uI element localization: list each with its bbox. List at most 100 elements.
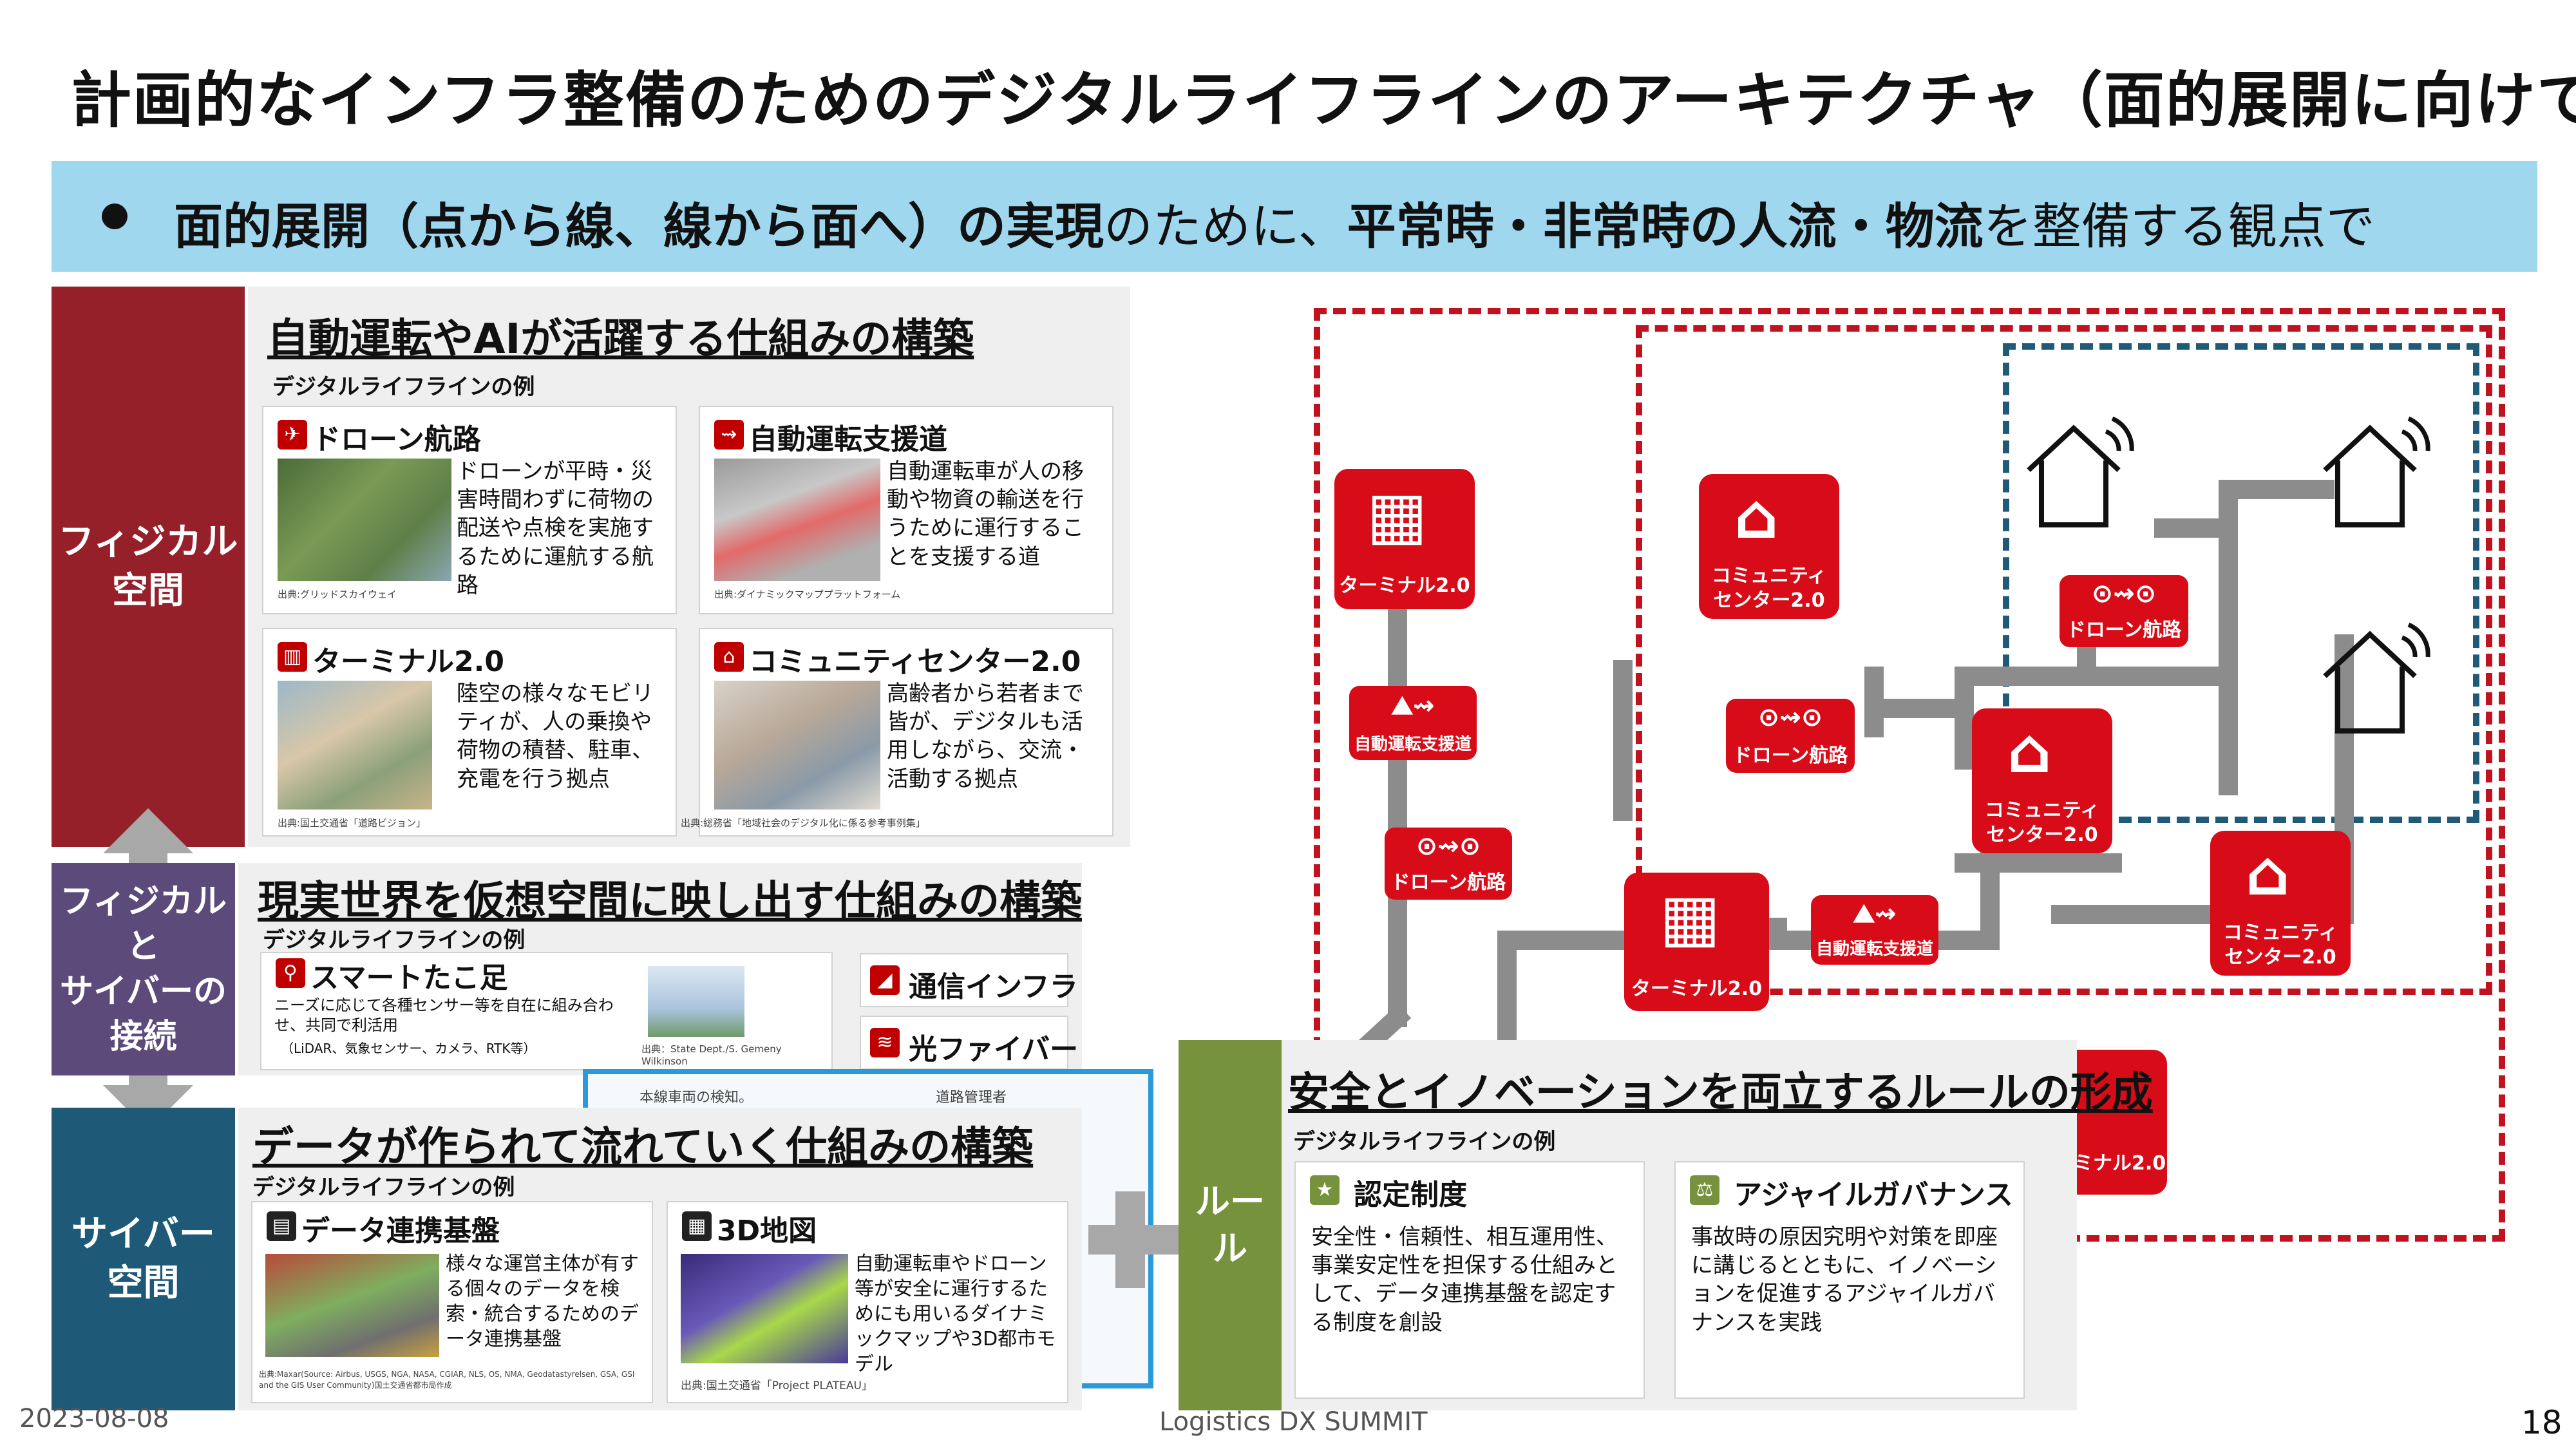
card-description: 事故時の原因究明や対策を即座に講じるとともに、イノベーションを促進するアジャイル… (1691, 1224, 1998, 1336)
card-description-sub: （LiDAR、気象センサー、カメラ、RTK等） (281, 1041, 536, 1056)
rule-band: ルール (1179, 1040, 1282, 1410)
card-source: 出典:国土交通省「Project PLATEAU」 (681, 1379, 873, 1392)
card-description: 自動運転車が人の移動や物資の輸送を行うために運行することを支援する道 (887, 459, 1084, 570)
card-terminal[interactable]: ▥ ターミナル2.0 陸空の様々なモビリティが、人の乗換や荷物の積替、駐車、充電… (262, 628, 677, 837)
card-title: 認定制度 (1354, 1179, 1467, 1211)
fiber-icon: ≋ (870, 1028, 900, 1057)
3d-map-image (681, 1254, 848, 1363)
house-wifi-icon (2027, 416, 2134, 527)
cube-icon: ▦ (682, 1211, 712, 1241)
hidden-text: 本線車両の検知。 (639, 1090, 753, 1106)
card-community-center[interactable]: ⌂ コミュニティセンター2.0 高齢者から若者まで皆が、デジタルも活用しながら、… (681, 628, 1113, 837)
card-source: 出典：State Dept./S. Gemeny Wilkinson (641, 1043, 782, 1067)
drone-photo (278, 459, 451, 581)
card-optical-fiber[interactable]: ≋ 光ファイバー (860, 1016, 1078, 1070)
card-3d-map[interactable]: ▦ 3D地図 自動運転車やドローン等が安全に運行するためにも用いるダイナミックマ… (667, 1201, 1068, 1403)
card-title: ターミナル2.0 (312, 645, 504, 678)
card-title: 3D地図 (717, 1215, 817, 1247)
house-wifi-icon (2323, 622, 2430, 734)
plus-connector (1088, 1191, 1185, 1288)
drone-route-icon: ⊙⇝⊙ (2091, 579, 2157, 609)
road-photo (714, 459, 880, 581)
card-certification[interactable]: ★ 認定制度 安全性・信頼性、相互運用性、事業安定性を担保する仕組みとして、デー… (1294, 1161, 1645, 1399)
inner-area-boundary (2003, 343, 2479, 823)
card-description: 自動運転車やドローン等が安全に運行するためにも用いるダイナミックマップや3D都市… (855, 1253, 1056, 1376)
footer-date: 2023-08-08 (19, 1404, 169, 1434)
map-road-marker-1[interactable]: ⛰⇝ 自動運転支援道 (1349, 686, 1477, 760)
cyber-band: サイバー 空間 (52, 1108, 235, 1410)
building-icon: ▥ (278, 642, 307, 672)
card-smart-tako[interactable]: ⚲ スマートたこ足 ニーズに応じて各種センサー等を自在に組み合わせ、共同で利活用… (260, 952, 833, 1070)
sensor-icon: ⚲ (276, 958, 305, 988)
banner-emphasis-2: 平常時・非常時の人流・物流 (1347, 198, 1984, 255)
card-title: 自動運転支援道 (749, 423, 947, 456)
card-title: ドローン航路 (312, 423, 481, 456)
card-agile-governance[interactable]: ⚖ アジャイルガバナンス 事故時の原因究明や対策を即座に講じるとともに、イノベー… (1674, 1161, 2025, 1399)
house-heart-icon: ⌂ (2246, 837, 2290, 909)
map-drone-marker-3[interactable]: ⊙⇝⊙ ドローン航路 (2060, 575, 2188, 647)
map-community-1[interactable]: ⌂ コミュニティ センター2.0 (1699, 474, 1839, 619)
connection-band: フィジカルと サイバーの 接続 (52, 863, 235, 1075)
physical-heading: 自動運転やAIが活躍する仕組みの構築 (267, 316, 974, 363)
road-segment (2219, 480, 2334, 686)
rule-example-label: デジタルライフラインの例 (1293, 1129, 1556, 1155)
card-title: 光ファイバー (909, 1033, 1079, 1066)
banner-text-2: を整備する観点で (1983, 198, 2375, 255)
page-number: 18 (2521, 1404, 2562, 1441)
road-segment (1955, 667, 2238, 795)
physical-panel: 自動運転やAIが活躍する仕組みの構築 デジタルライフラインの例 ✈ ドローン航路… (248, 287, 1130, 847)
card-source: 出典:ダイナミックマッププラットフォーム (714, 589, 901, 600)
cyber-example-label: デジタルライフラインの例 (252, 1175, 515, 1200)
map-drone-marker-2[interactable]: ⊙⇝⊙ ドローン航路 (1726, 699, 1855, 773)
marker-label: 自動運転支援道 (1354, 735, 1472, 754)
house-heart-icon: ⌂ (2007, 715, 2052, 787)
card-description: ドローンが平時・災害時間わずに荷物の配送や点検を実施するために運航する航路 (457, 459, 654, 598)
map-terminal-2[interactable]: ▦ ターミナル2.0 (1624, 873, 1769, 1011)
card-title: コミュニティセンター2.0 (749, 645, 1081, 678)
banner-emphasis-1: 面的展開（点から線、線から面へ）の実現 (174, 198, 1104, 255)
certificate-icon: ★ (1310, 1175, 1340, 1205)
drone-route-icon: ⊙⇝⊙ (1757, 703, 1823, 732)
card-source: 出典:Maxar(Source: Airbus, USGS, NGA, NASA… (259, 1370, 635, 1390)
community-photo (714, 681, 880, 810)
card-description: 様々な運営主体が有する個々のデータを検索・統合するためのデータ連携基盤 (446, 1253, 639, 1350)
rule-panel: 安全とイノベーションを両立するルールの形成 デジタルライフラインの例 ★ 認定制… (1282, 1040, 2153, 1410)
map-community-3[interactable]: ⌂ コミュニティ センター2.0 (2210, 831, 2351, 976)
card-source: 出典:総務省「地域社会のデジタル化に係る参考事例集」 (681, 817, 925, 829)
arrow-up-icon (103, 808, 193, 866)
cyber-heading: データが作られて流れていく仕組みの構築 (252, 1124, 1034, 1171)
middle-area-boundary (1636, 325, 2492, 995)
map-terminal-1[interactable]: ▦ ターミナル2.0 (1334, 469, 1475, 609)
card-data-platform[interactable]: ▤ データ連携基盤 様々な運営主体が有する個々のデータを検索・統合するためのデー… (251, 1201, 653, 1403)
subtitle-banner: 面的展開（点から線、線から面へ）の実現のために、平常時・非常時の人流・物流を整備… (52, 161, 2537, 272)
map-road-marker-2[interactable]: ⛰⇝ 自動運転支援道 (1811, 895, 1938, 965)
cyber-panel: データが作られて流れていく仕組みの構築 デジタルライフラインの例 ▤ データ連携… (238, 1108, 1082, 1410)
banner-text-1: のために、 (1104, 198, 1347, 255)
sensor-photo (648, 966, 744, 1037)
node-label: ターミナル2.0 (1631, 977, 1763, 1000)
marker-label: ドローン航路 (1732, 744, 1848, 767)
hidden-text: 道路管理者 (936, 1090, 1007, 1106)
card-description: 安全性・信頼性、相互運用性、事業安定性を担保する仕組みとして、データ連携基盤を認… (1311, 1224, 1618, 1336)
card-drone-route[interactable]: ✈ ドローン航路 ドローンが平時・災害時間わずに荷物の配送や点検を実施するために… (262, 406, 677, 614)
card-telecom-infra[interactable]: ◢ 通信インフラ (860, 953, 1078, 1007)
terminal-photo (278, 681, 432, 810)
card-source: 出典:グリッドスカイウェイ (278, 589, 397, 600)
house-icon: ⌂ (714, 642, 744, 672)
bullet-icon (102, 204, 128, 229)
drone-icon: ✈ (278, 420, 307, 450)
connection-example-label: デジタルライフラインの例 (263, 927, 526, 953)
data-platform-image (265, 1254, 439, 1357)
drone-route-icon: ⊙⇝⊙ (1416, 831, 1481, 861)
connection-panel: 現実世界を仮想空間に映し出す仕組みの構築 デジタルライフラインの例 ⚲ スマート… (238, 863, 1082, 1075)
node-label: ターミナル2.0 (1339, 574, 1470, 597)
card-autonomous-road[interactable]: ⇝ 自動運転支援道 自動運転車が人の移動や物資の輸送を行うために運行することを支… (699, 406, 1113, 614)
marker-label: ドローン航路 (1390, 871, 1506, 894)
road-icon: ⇝ (714, 420, 744, 450)
arrow-down-icon (103, 1075, 193, 1130)
map-drone-marker-1[interactable]: ⊙⇝⊙ ドローン航路 (1385, 828, 1512, 900)
map-community-2[interactable]: ⌂ コミュニティ センター2.0 (1972, 708, 2112, 853)
database-icon: ▤ (267, 1211, 296, 1241)
physical-space-band: フィジカル 空間 (52, 287, 245, 847)
building-icon: ▦ (1367, 477, 1428, 553)
